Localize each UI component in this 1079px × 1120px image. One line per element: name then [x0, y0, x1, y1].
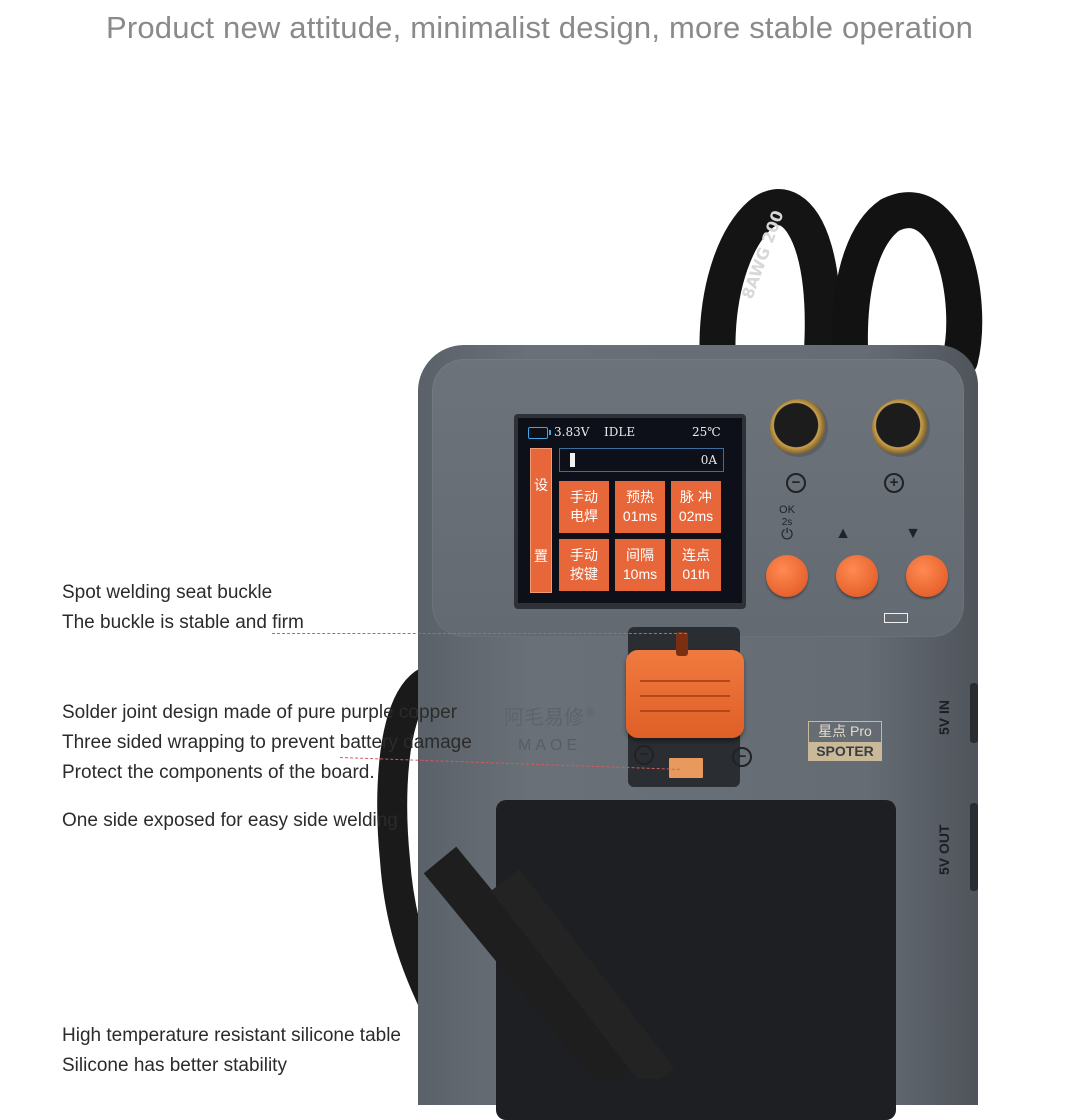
callout-line: Spot welding seat buckle — [62, 582, 273, 603]
cell-value: 按键 — [570, 566, 598, 582]
callout-silicone: High temperature resistant silicone tabl… — [62, 1021, 401, 1081]
cell-label: 预热 — [626, 489, 654, 505]
weld-seat-buckle[interactable] — [626, 632, 744, 738]
buckle-ridge — [640, 710, 730, 712]
buckle-ridge — [640, 680, 730, 682]
up-arrow-icon: ▲ — [835, 525, 851, 542]
voltage-readout: 3.83V — [554, 425, 590, 439]
product-badge: 星点 Pro SPOTER — [808, 721, 882, 761]
callout-side: One side exposed for easy side welding — [62, 806, 398, 836]
callout-line: The buckle is stable and firm — [62, 612, 304, 633]
badge-cn: 星点 Pro — [818, 723, 872, 739]
temperature-readout: 25℃ — [692, 425, 721, 439]
minus-icon: − — [786, 473, 806, 493]
cell-manual-key[interactable]: 手动按键 — [559, 539, 609, 591]
cell-pulse[interactable]: 脉 冲 02ms — [671, 481, 721, 533]
callout-line: Protect the components of the board. — [62, 762, 375, 783]
cell-value: 02ms — [678, 508, 714, 524]
cell-value: 01th — [682, 566, 710, 582]
contact-minus-left-icon: − — [634, 745, 654, 765]
cell-label: 手动 — [570, 547, 598, 563]
current-bar-cursor — [570, 453, 575, 467]
cable-print: 8AWG 200 — [738, 208, 788, 301]
brand-registered: ® — [584, 705, 596, 720]
battery-icon — [528, 427, 551, 439]
hold-label: 2s — [781, 517, 793, 528]
callout-line: Solder joint design made of pure purple … — [62, 702, 458, 723]
positive-terminal — [872, 399, 930, 457]
brand-name-cn: 阿毛易修 — [504, 705, 584, 729]
copper-contact — [666, 755, 706, 781]
callout-line: One side exposed for easy side welding — [62, 810, 398, 831]
brand-name-en: MAOE — [518, 737, 582, 754]
down-button[interactable] — [906, 555, 948, 597]
up-button[interactable] — [836, 555, 878, 597]
usb-in-port[interactable] — [970, 683, 978, 743]
cell-value: 电焊 — [570, 508, 598, 524]
negative-terminal — [770, 399, 828, 457]
leader-buckle — [272, 633, 687, 634]
weld-pen-shaft-2 — [490, 868, 675, 1079]
power-icon: ⏻ — [781, 526, 793, 543]
current-bar: 0A — [559, 448, 724, 472]
status-readout: IDLE — [604, 425, 636, 439]
callout-line: Three sided wrapping to prevent battery … — [62, 732, 472, 753]
usb-out-port[interactable] — [970, 803, 978, 891]
badge-en: SPOTER — [809, 742, 881, 760]
cell-interval[interactable]: 间隔 10ms — [615, 539, 665, 591]
weld-pen-illustration: 8AWG 200 — [423, 208, 788, 1079]
callout-line: High temperature resistant silicone tabl… — [62, 1025, 402, 1046]
callout-solder: Solder joint design made of pure purple … — [62, 698, 472, 788]
callout-line: Silicone has better stability — [62, 1055, 287, 1076]
cell-preheat[interactable]: 预热 01ms — [615, 481, 665, 533]
settings-tab-char-2: 置 — [534, 548, 548, 565]
weld-pen-shaft — [423, 846, 637, 1079]
brand-logo: 阿毛易修® — [504, 701, 596, 730]
cell-label: 手动 — [570, 489, 598, 505]
cell-value: 01ms — [622, 508, 658, 524]
contact-minus-right-icon: − — [732, 747, 752, 767]
headline: Product new attitude, minimalist design,… — [105, 10, 974, 45]
cell-label: 脉 冲 — [680, 489, 712, 505]
buckle-ridge — [640, 695, 730, 697]
settings-tab-char-1: 设 — [534, 476, 548, 493]
battery-level-icon — [884, 613, 908, 623]
down-arrow-icon: ▼ — [905, 525, 921, 542]
settings-tab[interactable]: 设 置 — [530, 448, 552, 593]
cell-label: 连点 — [682, 547, 710, 563]
cell-value: 10ms — [622, 566, 658, 582]
plus-icon: + — [884, 473, 904, 493]
callout-buckle: Spot welding seat buckle The buckle is s… — [62, 578, 304, 638]
cell-continuous[interactable]: 连点 01th — [671, 539, 721, 591]
cell-manual-weld[interactable]: 手动电焊 — [559, 481, 609, 533]
current-readout: 0A — [700, 453, 717, 467]
power-ok-button[interactable] — [766, 555, 808, 597]
ok-label: OK — [779, 504, 795, 516]
cell-label: 间隔 — [626, 547, 654, 563]
